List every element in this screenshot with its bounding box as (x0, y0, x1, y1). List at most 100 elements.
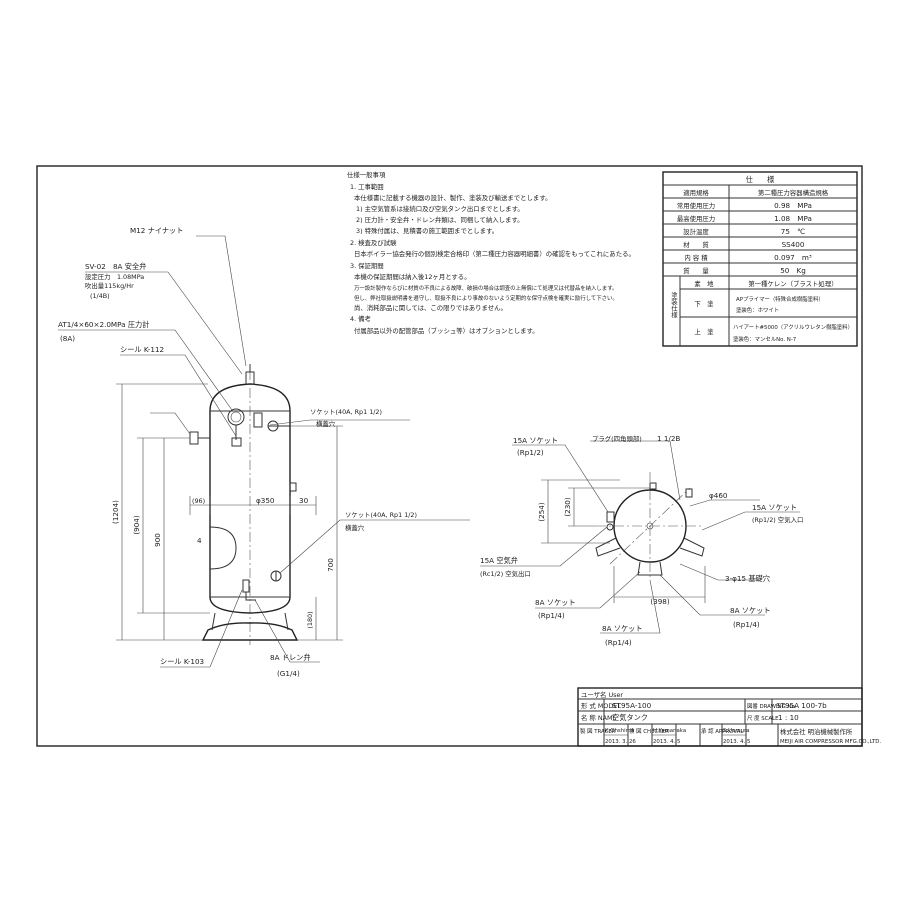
spec-paint-label: 下 塗 (694, 299, 714, 308)
notes-line: 尚、消耗部品に関しては、この限りではありません。 (354, 303, 507, 312)
spec-value: 第二種圧力容器構造規格 (758, 188, 829, 197)
tb-model-label: 形 式 MODEL (581, 701, 621, 710)
tank-base (201, 622, 299, 641)
tb-drawing-value: ST95A 100-7b (776, 701, 827, 710)
tb-company-en: MEIJI AIR COMPRESSOR MFG.CO.,LTD. (780, 739, 881, 745)
dim-thickness: 4 (197, 536, 202, 545)
notes-line: 付属部品以外の配管部品（ブッシュ等）はオプションとします。 (354, 326, 539, 335)
label-seal-bottom: シール K-103 (160, 657, 204, 666)
spec-label: 適用規格 (683, 188, 709, 197)
spec-paint-label: 素 地 (694, 279, 714, 288)
tank-top-view (480, 440, 800, 634)
label-socket-8a-right-size: (Rp1/4) (733, 620, 760, 629)
notes-heading: 仕様一般事項 (347, 170, 386, 179)
spec-label: 常用使用圧力 (677, 201, 715, 210)
dim-overall-height: (1204) (111, 500, 120, 524)
label-socket-8a-mid-size: (Rp1/4) (605, 638, 632, 647)
dim-254: (254) (537, 502, 546, 522)
tb-checker-label: 検 図 CHECKER (629, 727, 669, 735)
tb-tracer-date: 2013. 3. 26 (605, 739, 636, 745)
notes-line: 3. 保証期間 (350, 261, 384, 270)
dim-base-height: (180) (306, 611, 314, 628)
label-socket-15a-left-size: (Rp1/2) (517, 448, 544, 457)
label-holes: 3-φ15 基礎穴 (725, 574, 770, 583)
tb-tracer-name: K.Ohshima (605, 728, 634, 734)
spec-value: 0.98 MPa (774, 201, 812, 210)
label-air-valve: 15A 空気弁 (480, 556, 518, 565)
notes-line: 4. 備考 (350, 314, 371, 323)
spec-value: 50 Kg (780, 266, 806, 275)
label-set-pressure: 設定圧力 1.08MPa (85, 272, 144, 281)
tb-drawing-label: 図番 DRAWING No. (747, 703, 797, 710)
label-safety-valve: SV-02 8A 安全弁 (85, 262, 146, 271)
label-safety-size: (1/4B) (90, 292, 110, 300)
label-socket-top: ソケット(40A, Rp1 1/2) (310, 408, 382, 416)
tb-checker-date: 2013. 4. 5 (653, 739, 680, 745)
label-socket-top-note: 横蓋穴 (316, 419, 336, 428)
label-plug: プラグ(四角頭部) (592, 434, 642, 443)
label-drain: 8A ドレン弁 (270, 653, 311, 662)
notes-line: 本機の保証期間は納入後12ヶ月とする。 (354, 272, 471, 281)
label-top-diameter: φ460 (709, 491, 728, 500)
dim-diameter: φ350 (256, 496, 275, 505)
label-seal-top: シール K-112 (120, 345, 164, 354)
spec-paint-label: 上 塗 (694, 327, 714, 336)
tb-model-value: ST95A-100 (612, 701, 652, 710)
title-block (577, 687, 863, 747)
notes-line: 3) 特殊付属は、見積書の施工範囲までとします。 (356, 226, 498, 235)
spec-paint-value: APプライマー（特殊合成樹脂塗料） (736, 295, 824, 303)
label-socket-8a-mid: 8A ソケット (602, 624, 643, 633)
tb-name-value: 空気タンク (612, 713, 648, 722)
spec-label: 材 質 (683, 240, 709, 249)
tb-scale-value: 1 : 10 (778, 713, 799, 722)
notes-line: 1) 主空気管系は接続口及び空気タンク出口までとします。 (356, 204, 524, 213)
spec-label: 内 容 積 (684, 253, 708, 262)
dim-offset-96: (96) (192, 497, 205, 505)
spec-label: 設計温度 (683, 227, 709, 236)
spec-paint-value: 塗装色：ホワイト (736, 306, 779, 314)
spec-paint-group: 塗装仕様 (670, 291, 678, 318)
label-socket-bottom: ソケット(40A, Rp1 1/2) (345, 511, 417, 519)
drawing-border (36, 165, 863, 747)
tb-approval-name: S.Uemura (723, 728, 750, 734)
label-gauge: AT1/4×60×2.0MPa 圧力計 (58, 320, 149, 329)
label-plug-size: 1 1/2B (657, 434, 680, 443)
label-socket-8a-left-size: (Rp1/4) (538, 611, 565, 620)
label-drain-size: (G1/4) (277, 669, 300, 678)
tb-company: 株式会社 明治機械製作所 (780, 727, 853, 736)
tb-approval-date: 2013. 4. 5 (723, 739, 750, 745)
label-blowoff: 吹出量115kg/Hr (85, 281, 134, 290)
label-socket-bottom-note: 横蓋穴 (345, 523, 365, 532)
spec-paint-value: 塗装色：マンセルNo. N-7 (733, 335, 796, 343)
label-nut: M12 ナイナット (130, 226, 183, 235)
dim-body-height: (904) (132, 515, 141, 535)
label-socket-in-size: (Rp1/2) 空気入口 (752, 515, 803, 524)
spec-value: SS400 (782, 240, 805, 249)
tb-approval-label: 承 認 APPROVAL (701, 727, 743, 735)
notes-line: 2. 検査及び試験 (350, 238, 397, 247)
tb-checker-name: H.Yamanaka (653, 728, 686, 734)
label-socket-8a-left: 8A ソケット (535, 598, 576, 607)
tb-user-label: ユーザ名 User (581, 690, 623, 699)
notes-line: 2) 圧力計・安全弁・ドレン弁類は、同梱して納入します。 (356, 215, 524, 224)
tank-side-view (58, 235, 470, 668)
manhole (209, 526, 237, 570)
spec-paint-value: ハイアート#5000（アクリルウレタン樹脂塗料） (733, 323, 853, 331)
dim-offset-30: 30 (299, 496, 309, 505)
notes-line: 本仕様書に記載する機器の設計、製作、塗装及び輸送までとします。 (354, 193, 551, 202)
spec-label: 最高使用圧力 (677, 214, 715, 223)
notes-line: 但し、弊社取扱説明書を遵守し、取扱不良により事故のないよう定期的な保守点検を確実… (354, 294, 618, 302)
spec-value: 0.097 m³ (774, 253, 812, 262)
dim-inlet-height: 700 (326, 558, 335, 572)
tb-tracer-label: 製 図 TRACER (580, 727, 616, 735)
label-air-valve-size: (Rc1/2) 空気出口 (480, 569, 531, 578)
label-socket-in: 15A ソケット (752, 503, 797, 512)
spec-table: 仕 様 適用規格 第二種圧力容器構造規格 常用使用圧力 0.98 MPa 最高使… (662, 171, 858, 347)
label-socket-15a-left: 15A ソケット (513, 436, 558, 445)
spec-value: 1.08 MPa (774, 214, 812, 223)
spec-label: 質 量 (683, 266, 709, 275)
label-gauge-size: (8A) (60, 334, 75, 343)
spec-value: 75 ℃ (781, 227, 805, 236)
spec-paint-value: 第一種ケレン（ブラスト処理） (748, 279, 837, 288)
